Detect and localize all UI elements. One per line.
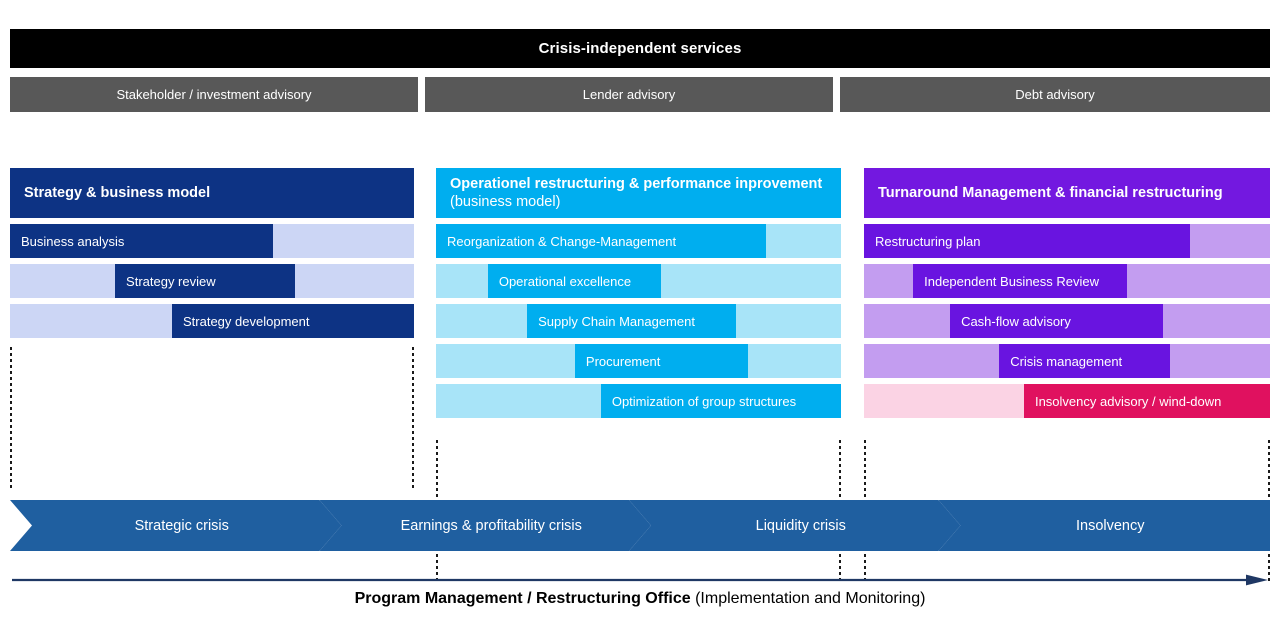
advisory-bar-debt[interactable]: Debt advisory [840,77,1270,112]
column-header-turnaround-financial-restructuring: Turnaround Management & financial restru… [864,168,1270,218]
bar-row[interactable]: Strategy review [10,264,414,298]
column-header-strategy-business-model: Strategy & business model [10,168,414,218]
chevron-label: Liquidity crisis [755,517,846,534]
advisory-bar-label: Debt advisory [1015,87,1095,102]
crisis-independent-services-banner: Crisis-independent services [10,29,1270,68]
bar-label-business-analysis: Business analysis [10,224,273,258]
crisis-stage-chevron-bar: Strategic crisis Earnings & profitabilit… [10,500,1270,551]
bar-row[interactable]: Operational excellence [436,264,841,298]
chevron-stage-earnings-profitability-crisis[interactable]: Earnings & profitability crisis [320,500,652,551]
bar-row[interactable]: Procurement [436,344,841,378]
bar-row[interactable]: Supply Chain Management [436,304,841,338]
bar-label-insolvency-advisory-wind-down: Insolvency advisory / wind-down [1023,384,1270,418]
bar-label-supply-chain-management: Supply Chain Management [527,304,736,338]
advisory-bar-label: Stakeholder / investment advisory [116,87,312,102]
program-management-arrow-icon [12,574,1268,586]
program-management-caption: Program Management / Restructuring Offic… [0,590,1280,608]
advisory-bar-lender[interactable]: Lender advisory [425,77,833,112]
bar-label-restructuring-plan: Restructuring plan [864,224,1191,258]
bar-row[interactable]: Reorganization & Change-Management [436,224,841,258]
bar-label-strategy-review: Strategy review [115,264,295,298]
column-strategy-business-model: Strategy & business model Business analy… [10,168,414,338]
bar-row[interactable]: Crisis management [864,344,1270,378]
bar-row[interactable]: Insolvency advisory / wind-down [864,384,1270,418]
bar-label-crisis-management: Crisis management [999,344,1171,378]
advisory-bar-stakeholder-investment[interactable]: Stakeholder / investment advisory [10,77,418,112]
dotted-rail-left-icon [10,347,12,489]
chevron-stage-insolvency[interactable]: Insolvency [938,500,1270,551]
bar-row[interactable]: Strategy development [10,304,414,338]
chevron-label: Strategic crisis [134,517,229,534]
banner-title: Crisis-independent services [538,40,742,57]
column-header-bold-text: Operationel restructuring & performance … [450,176,823,192]
dotted-rail-right-icon [412,347,414,489]
bar-label-optimization-of-group-structures: Optimization of group structures [600,384,841,418]
bar-row[interactable]: Independent Business Review [864,264,1270,298]
program-management-bold-text: Program Management / Restructuring Offic… [354,590,691,607]
program-management-normal-text: (Implementation and Monitoring) [690,590,926,607]
bar-label-cash-flow-advisory: Cash-flow advisory [950,304,1163,338]
column-turnaround-financial-restructuring: Turnaround Management & financial restru… [864,168,1270,418]
chevron-stage-strategic-crisis[interactable]: Strategic crisis [10,500,342,551]
column-header-operational-restructuring: Operationel restructuring & performance … [436,168,841,218]
column-operational-restructuring: Operationel restructuring & performance … [436,168,841,418]
column-rails-strategy [10,347,414,489]
bar-label-operational-excellence: Operational excellence [487,264,662,298]
bar-row[interactable]: Cash-flow advisory [864,304,1270,338]
column-header-bold-text: Turnaround Management & financial restru… [878,185,1223,201]
chevron-stage-liquidity-crisis[interactable]: Liquidity crisis [629,500,961,551]
bar-row[interactable]: Optimization of group structures [436,384,841,418]
bar-label-strategy-development: Strategy development [172,304,414,338]
advisory-bar-label: Lender advisory [582,87,676,102]
bar-label-procurement: Procurement [574,344,748,378]
chevron-label: Insolvency [1075,517,1145,534]
bar-label-reorganization-change-management: Reorganization & Change-Management [436,224,767,258]
column-header-normal-text: (business model) [450,194,561,210]
bar-label-independent-business-review: Independent Business Review [913,264,1128,298]
chevron-label: Earnings & profitability crisis [400,517,582,534]
bar-row[interactable]: Restructuring plan [864,224,1270,258]
bar-row[interactable]: Business analysis [10,224,414,258]
column-header-bold-text: Strategy & business model [24,185,211,201]
